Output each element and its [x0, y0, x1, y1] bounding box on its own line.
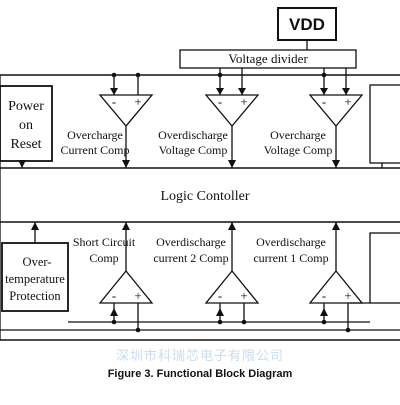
comp-top-1-plus: +	[134, 94, 141, 109]
comp-top-3-label-1: Overcharge	[270, 128, 326, 142]
short-circuit-comparator	[98, 269, 154, 304]
comp-top-2-plus: +	[240, 94, 247, 109]
comp-bottom-2-label-2: current 2 Comp	[153, 251, 228, 265]
comp-bottom-3-label-2: current 1 Comp	[253, 251, 328, 265]
comp-bottom-3-minus: -	[322, 288, 326, 303]
watermark-text: 深圳市科瑞芯电子有限公司	[115, 349, 284, 364]
right-block-bottom	[369, 232, 400, 304]
power-on-reset-box	[0, 85, 53, 162]
overdischarge-voltage-comparator	[204, 94, 260, 128]
figure-caption: Figure 3. Functional Block Diagram	[107, 368, 293, 380]
comp-top-3-label-2: Voltage Comp	[264, 143, 333, 157]
comp-top-3-plus: +	[344, 94, 351, 109]
voltage-divider-label: Voltage divider	[228, 51, 308, 66]
power-on-reset-label-3: Reset	[10, 137, 41, 152]
comp-bottom-2-minus: -	[218, 288, 222, 303]
comp-bottom-2-plus: +	[240, 288, 247, 303]
overdischarge-current-2-comparator	[204, 269, 260, 304]
comp-top-2-label-2: Voltage Comp	[159, 143, 228, 157]
comp-top-2-label-1: Overdischarge	[158, 128, 228, 142]
comp-bottom-1-label-2: Comp	[89, 251, 118, 265]
comp-bottom-2-label-1: Overdischarge	[156, 235, 226, 249]
comp-top-3-minus: -	[322, 94, 326, 109]
comp-bottom-3-label-1: Overdischarge	[256, 235, 326, 249]
comp-top-2-minus: -	[218, 94, 222, 109]
voltage-divider-box	[179, 49, 357, 69]
over-temperature-label-1: Over-	[23, 255, 52, 269]
comp-top-1-minus: -	[112, 94, 116, 109]
comp-top-1-label-2: Current Comp	[61, 143, 130, 157]
over-temperature-label-3: Protection	[9, 289, 61, 303]
power-on-reset-label-2: on	[19, 118, 33, 133]
power-on-reset-label-1: Power	[8, 99, 44, 114]
right-block-top	[369, 84, 400, 164]
overdischarge-current-1-comparator	[308, 269, 364, 304]
overcharge-voltage-comparator	[308, 94, 364, 128]
overcharge-current-comparator	[98, 94, 154, 128]
comp-bottom-1-minus: -	[112, 288, 116, 303]
comp-bottom-1-label-1: Short Circuit	[73, 235, 136, 249]
logic-controller-label: Logic Contoller	[160, 189, 249, 204]
comp-top-1-label-1: Overcharge	[67, 128, 123, 142]
vdd-label: VDD	[289, 15, 325, 34]
comp-bottom-3-plus: +	[344, 288, 351, 303]
comp-bottom-1-plus: +	[134, 288, 141, 303]
over-temperature-label-2: temperature	[5, 272, 65, 286]
